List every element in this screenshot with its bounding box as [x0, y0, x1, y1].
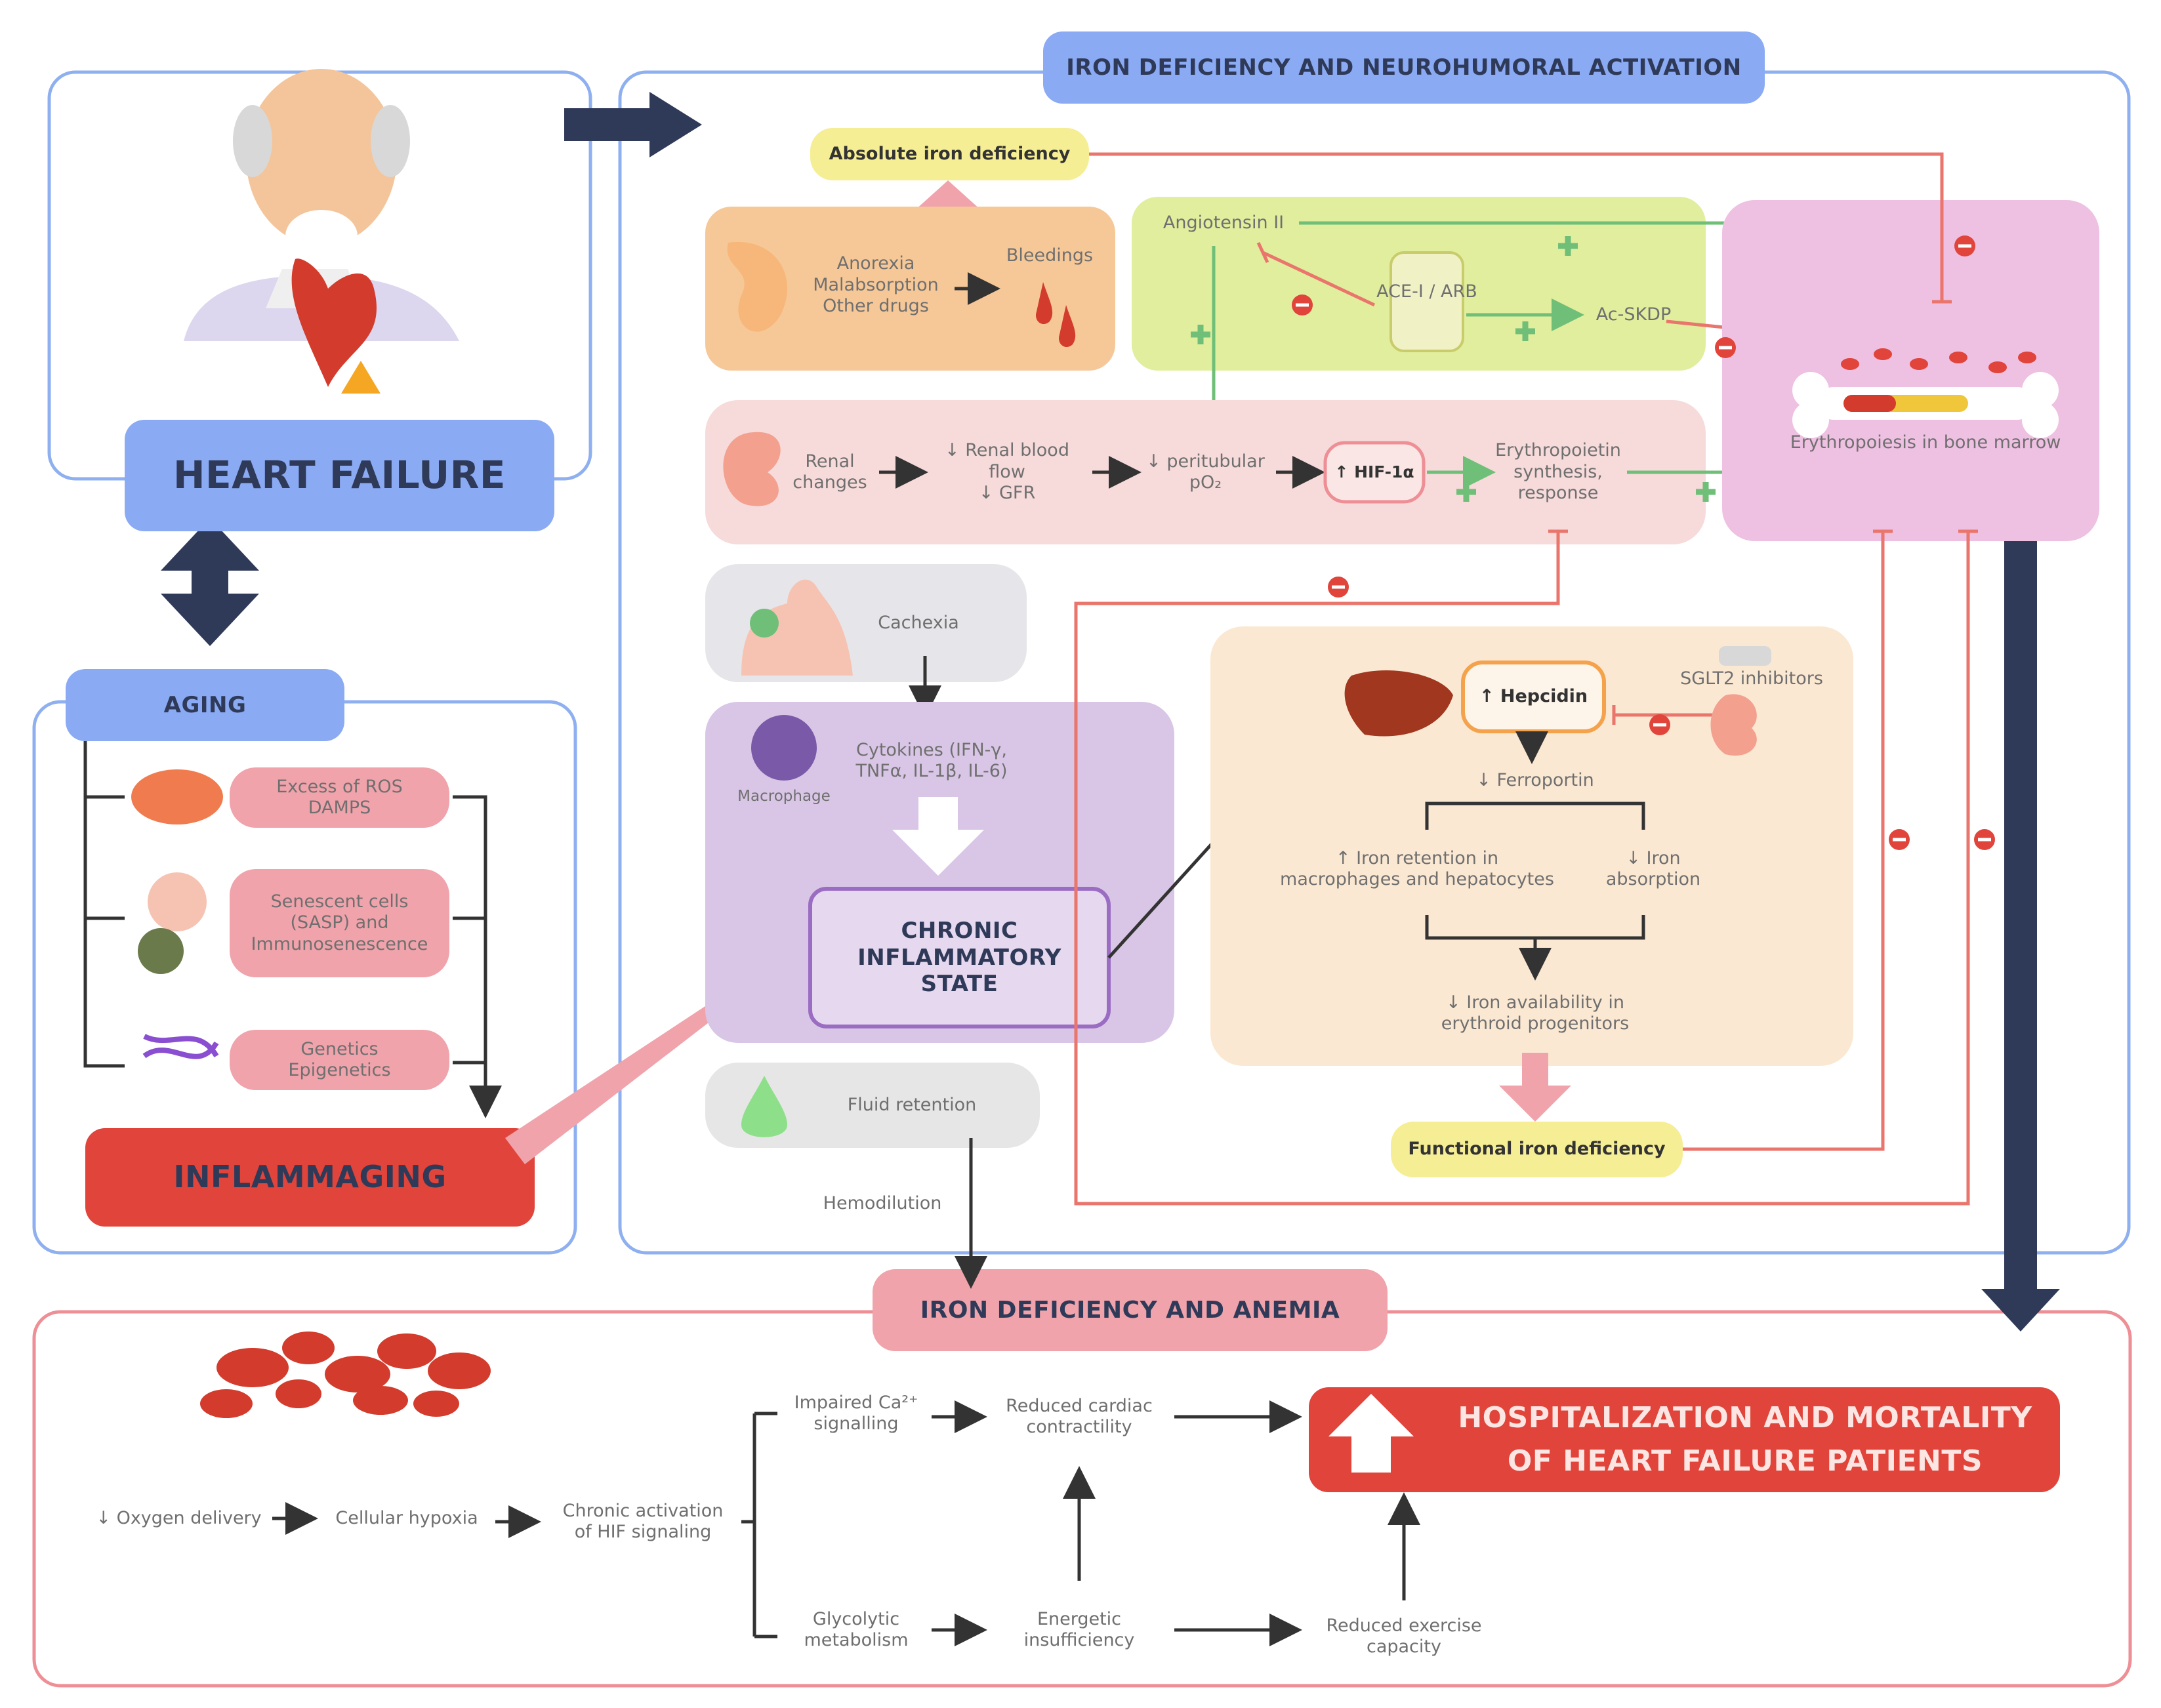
patient-illustration — [184, 69, 459, 394]
effect-markers — [1191, 235, 1995, 850]
bone-icon — [1792, 348, 2059, 438]
senescent-cells-icon — [148, 872, 207, 931]
oxygen-label: ↓ Oxygen delivery — [96, 1507, 262, 1528]
availability-label: ↓ Iron availability in erythroid progeni… — [1441, 992, 1630, 1034]
functional-inhibits-marrow-line — [1683, 529, 1893, 1151]
hif-box — [1323, 441, 1426, 504]
hf-aging-double-arrow — [161, 518, 259, 646]
renal-flow-label: ↓ Renal blood flow ↓ GFR — [945, 440, 1069, 504]
energetic-label: Energetic insufficiency — [1023, 1608, 1135, 1650]
blood-drops-icon — [1036, 282, 1076, 348]
senescent-label: Senescent cells (SASP) and Immunosenesce… — [251, 891, 428, 954]
dna-icon — [142, 1034, 219, 1059]
fluid-box — [705, 1063, 1040, 1148]
liver-icon — [1344, 670, 1453, 737]
torso-icon — [741, 579, 853, 676]
glycolytic-label: Glycolytic metabolism — [804, 1608, 909, 1650]
cytokines-to-chronic-arrow — [892, 797, 984, 876]
up-arrow-icon — [1328, 1394, 1414, 1473]
cachexia-badge-icon — [750, 609, 779, 638]
hepcidin-label: ↑ Hepcidin — [1479, 686, 1588, 707]
acei-label: ACE-I / ARB — [1376, 281, 1477, 302]
sglt2-inhibits-hepcidin-line — [1612, 705, 1719, 725]
mitochondria-icon — [131, 769, 223, 824]
sglt2-pill-icon — [1719, 646, 1771, 666]
chronic-inhibits-epo-line — [1074, 529, 1568, 1027]
chronic-inhibits-marrow-line — [1074, 529, 1978, 1206]
hf-to-iron-arrow — [564, 92, 702, 157]
senescent-box — [230, 869, 449, 977]
retention-label: ↑ Iron retention in macrophages and hepa… — [1280, 847, 1554, 889]
acei-pill-icon — [1389, 251, 1464, 352]
iron-neuro-header-box — [1043, 31, 1765, 104]
ferroportin-bracket — [1425, 802, 1645, 830]
genetics-box — [230, 1030, 449, 1090]
cachexia-label: Cachexia — [878, 612, 959, 633]
absolute-iron-label: Absolute iron deficiency — [829, 143, 1071, 164]
erythropoiesis-label: Erythropoiesis in bone marrow — [1790, 432, 2061, 453]
outcome-title: HOSPITALIZATION AND MORTALITY OF HEART F… — [1458, 1401, 2032, 1478]
stomach-icon — [727, 241, 788, 332]
renal-box — [705, 400, 1706, 544]
hif-label: ↑ HIF-1α — [1334, 462, 1414, 481]
genetics-label: Genetics Epigenetics — [288, 1038, 391, 1080]
angiotensin-label: Angiotensin II — [1163, 212, 1285, 233]
hif-branch-bracket — [741, 1412, 777, 1638]
macrophage-icon — [751, 715, 817, 781]
chronic-inflammatory-title: CHRONIC INFLAMMATORY STATE — [857, 917, 1061, 998]
bleedings-label: Bleedings — [1006, 245, 1094, 266]
epo-label: Erythropoietin synthesis, response — [1495, 440, 1621, 504]
cytokines-label: Cytokines (IFN-γ, TNFα, IL-1β, IL-6) — [855, 739, 1008, 781]
iron-anemia-header-box — [873, 1269, 1388, 1351]
gi-box — [705, 207, 1115, 371]
aging-title: AGING — [163, 691, 247, 718]
iron-anemia-title: IRON DEFICIENCY AND ANEMIA — [920, 1296, 1340, 1324]
functional-iron-box — [1391, 1122, 1683, 1177]
ros-label: Excess of ROS DAMPS — [276, 776, 403, 818]
fluid-label: Fluid retention — [847, 1094, 977, 1115]
renal-changes-label: Renal changes — [792, 451, 867, 493]
outcome-box — [1309, 1387, 2060, 1492]
heart-failure-box — [125, 420, 554, 531]
absolute-iron-box — [810, 128, 1089, 180]
contractility-label: Reduced cardiac contractility — [1006, 1395, 1153, 1437]
heart-failure-title: HEART FAILURE — [173, 453, 506, 498]
marrow-down-arrow — [1981, 495, 2060, 1332]
acei-inhibits-ang-line — [1256, 241, 1376, 307]
absolute-inhibits-marrow-line — [1089, 152, 1952, 304]
acskdp-label: Ac-SKDP — [1595, 304, 1672, 325]
hif-signaling-label: Chronic activation of HIF signaling — [562, 1500, 724, 1542]
functional-iron-label: Functional iron deficiency — [1408, 1139, 1666, 1160]
kidney-icon — [723, 432, 781, 506]
absorption-label: ↓ Iron absorption — [1605, 847, 1701, 889]
hypoxia-label: Cellular hypoxia — [335, 1507, 478, 1528]
sglt2-label: SGLT2 inhibitors — [1680, 668, 1823, 689]
rbc-cluster-icon — [200, 1332, 491, 1418]
water-drop-icon — [741, 1076, 787, 1137]
hepcidin-panel — [1210, 626, 1853, 1066]
inflammaging-title: INFLAMMAGING — [173, 1159, 447, 1195]
anorexia-label: Anorexia Malabsorption Other drugs — [813, 253, 939, 317]
inflammaging-box — [85, 1128, 535, 1227]
ca-signalling-label: Impaired Ca²⁺ signalling — [794, 1392, 918, 1434]
macrophage-label: Macrophage — [737, 788, 831, 805]
aging-box — [66, 669, 344, 741]
hemodilution-label: Hemodilution — [823, 1192, 942, 1213]
ferroportin-label: ↓ Ferroportin — [1476, 769, 1594, 790]
po2-label: ↓ peritubular pO₂ — [1146, 451, 1265, 493]
bone-marrow-box — [1722, 200, 2099, 541]
ros-box — [230, 767, 449, 828]
availability-to-functional-arrow — [1499, 1053, 1571, 1122]
sglt2-kidney-icon — [1710, 694, 1757, 756]
iron-neuro-title: IRON DEFICIENCY AND NEUROHUMORAL ACTIVAT… — [1066, 54, 1742, 81]
immune-cell-icon — [138, 928, 184, 974]
aging-bracket — [83, 741, 487, 1108]
exercise-label: Reduced exercise capacity — [1326, 1615, 1482, 1657]
